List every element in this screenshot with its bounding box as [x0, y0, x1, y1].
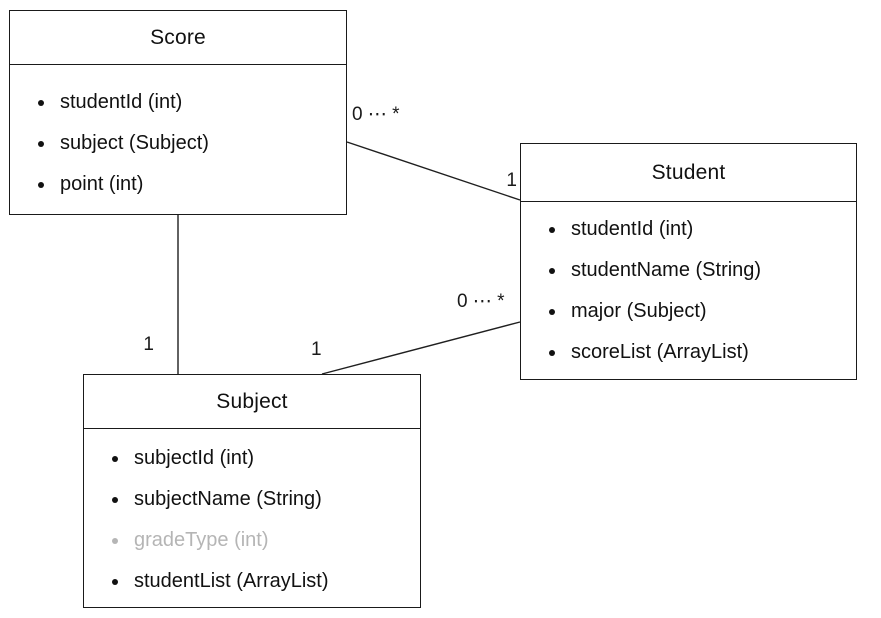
multiplicity-label-score-student-one: 1 [506, 170, 517, 191]
class-title: Score [10, 11, 346, 65]
attribute-row: subjectName (String) [84, 479, 420, 520]
attribute-list: studentId (int) subject (Subject) point … [10, 65, 346, 205]
bullet-icon [38, 99, 44, 106]
relation-line-score-student [346, 141, 521, 201]
bullet-icon [549, 226, 555, 233]
multiplicity-label-score-student-many: 0 ⋯ * [352, 104, 400, 125]
attribute-label: studentId (int) [571, 218, 694, 240]
attribute-row: studentName (String) [521, 250, 856, 291]
relation-line-subject-student [321, 321, 521, 375]
bullet-icon [112, 496, 118, 503]
multiplicity-label-score-subject-one: 1 [143, 334, 154, 355]
bullet-icon [38, 140, 44, 147]
attribute-label: subjectName (String) [134, 488, 322, 510]
bullet-icon [112, 537, 118, 544]
bullet-icon [38, 181, 44, 188]
bullet-icon [549, 267, 555, 274]
attribute-label: point (int) [60, 173, 144, 195]
attribute-label: scoreList (ArrayList) [571, 341, 749, 363]
attribute-row: studentList (ArrayList) [84, 561, 420, 602]
attribute-row-muted: gradeType (int) [84, 520, 420, 561]
attribute-list: studentId (int) studentName (String) maj… [521, 202, 856, 373]
attribute-label: gradeType (int) [134, 529, 269, 551]
attribute-row: major (Subject) [521, 291, 856, 332]
class-box-score: Score studentId (int) subject (Subject) … [9, 10, 347, 215]
bullet-icon [549, 308, 555, 315]
multiplicity-label-subject-student-many: 0 ⋯ * [457, 291, 505, 312]
attribute-label: studentName (String) [571, 259, 762, 281]
attribute-label: major (Subject) [571, 300, 707, 322]
attribute-label: subjectId (int) [134, 447, 255, 469]
class-title: Subject [84, 375, 420, 429]
attribute-row: studentId (int) [521, 209, 856, 250]
attribute-label: studentList (ArrayList) [134, 570, 329, 592]
bullet-icon [112, 455, 118, 462]
attribute-label: studentId (int) [60, 91, 183, 113]
class-title: Student [521, 144, 856, 202]
class-box-student: Student studentId (int) studentName (Str… [520, 143, 857, 380]
multiplicity-label-subject-student-one: 1 [311, 339, 322, 360]
attribute-row: subjectId (int) [84, 438, 420, 479]
attribute-label: subject (Subject) [60, 132, 209, 154]
attribute-list: subjectId (int) subjectName (String) gra… [84, 429, 420, 602]
attribute-row: scoreList (ArrayList) [521, 332, 856, 373]
attribute-row: studentId (int) [10, 82, 346, 123]
attribute-row: subject (Subject) [10, 123, 346, 164]
attribute-row: point (int) [10, 164, 346, 205]
bullet-icon [112, 578, 118, 585]
bullet-icon [549, 349, 555, 356]
class-box-subject: Subject subjectId (int) subjectName (Str… [83, 374, 421, 608]
